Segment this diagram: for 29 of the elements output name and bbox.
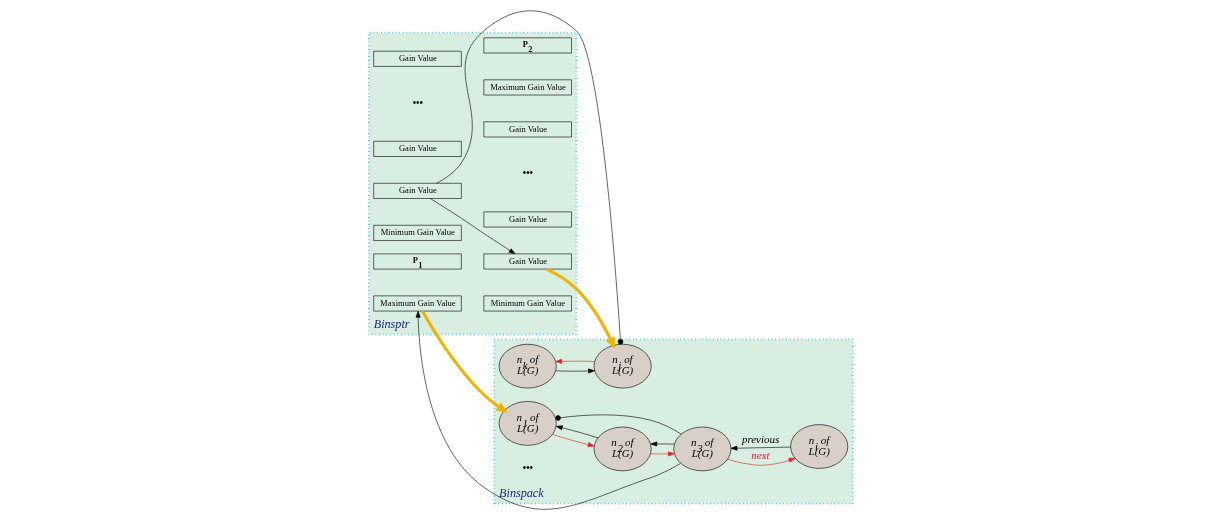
label: ••• [522,462,534,474]
edge-label: next [751,448,770,461]
arrow [555,358,595,364]
node-box: Gain Value [483,121,572,138]
node-box: Maximum Gain Value [373,295,462,312]
arrow [546,267,615,349]
arrow [415,310,681,510]
edge-label: previous [741,433,780,446]
node-box: Maximum Gain Value [483,79,572,96]
arrow [727,457,796,466]
arrow [421,310,508,413]
arrow [650,451,675,457]
arrow [650,441,675,447]
label: ••• [522,167,534,179]
node-box: Minimum Gain Value [483,295,572,312]
connector [555,414,682,435]
label: ••• [412,96,423,108]
arrow [730,445,791,451]
node-box: Gain Value [483,253,572,270]
node-box: Gain Value [373,140,462,157]
arrow [555,368,595,374]
connector [436,10,624,345]
node-box: Gain Value [483,211,572,228]
node-box: Minimum Gain Value [373,224,462,241]
arrow [555,425,599,439]
node-box: Gain Value [373,50,462,67]
arrow [552,434,595,447]
arrow [430,198,516,255]
node-box: Gain Value [373,182,462,199]
